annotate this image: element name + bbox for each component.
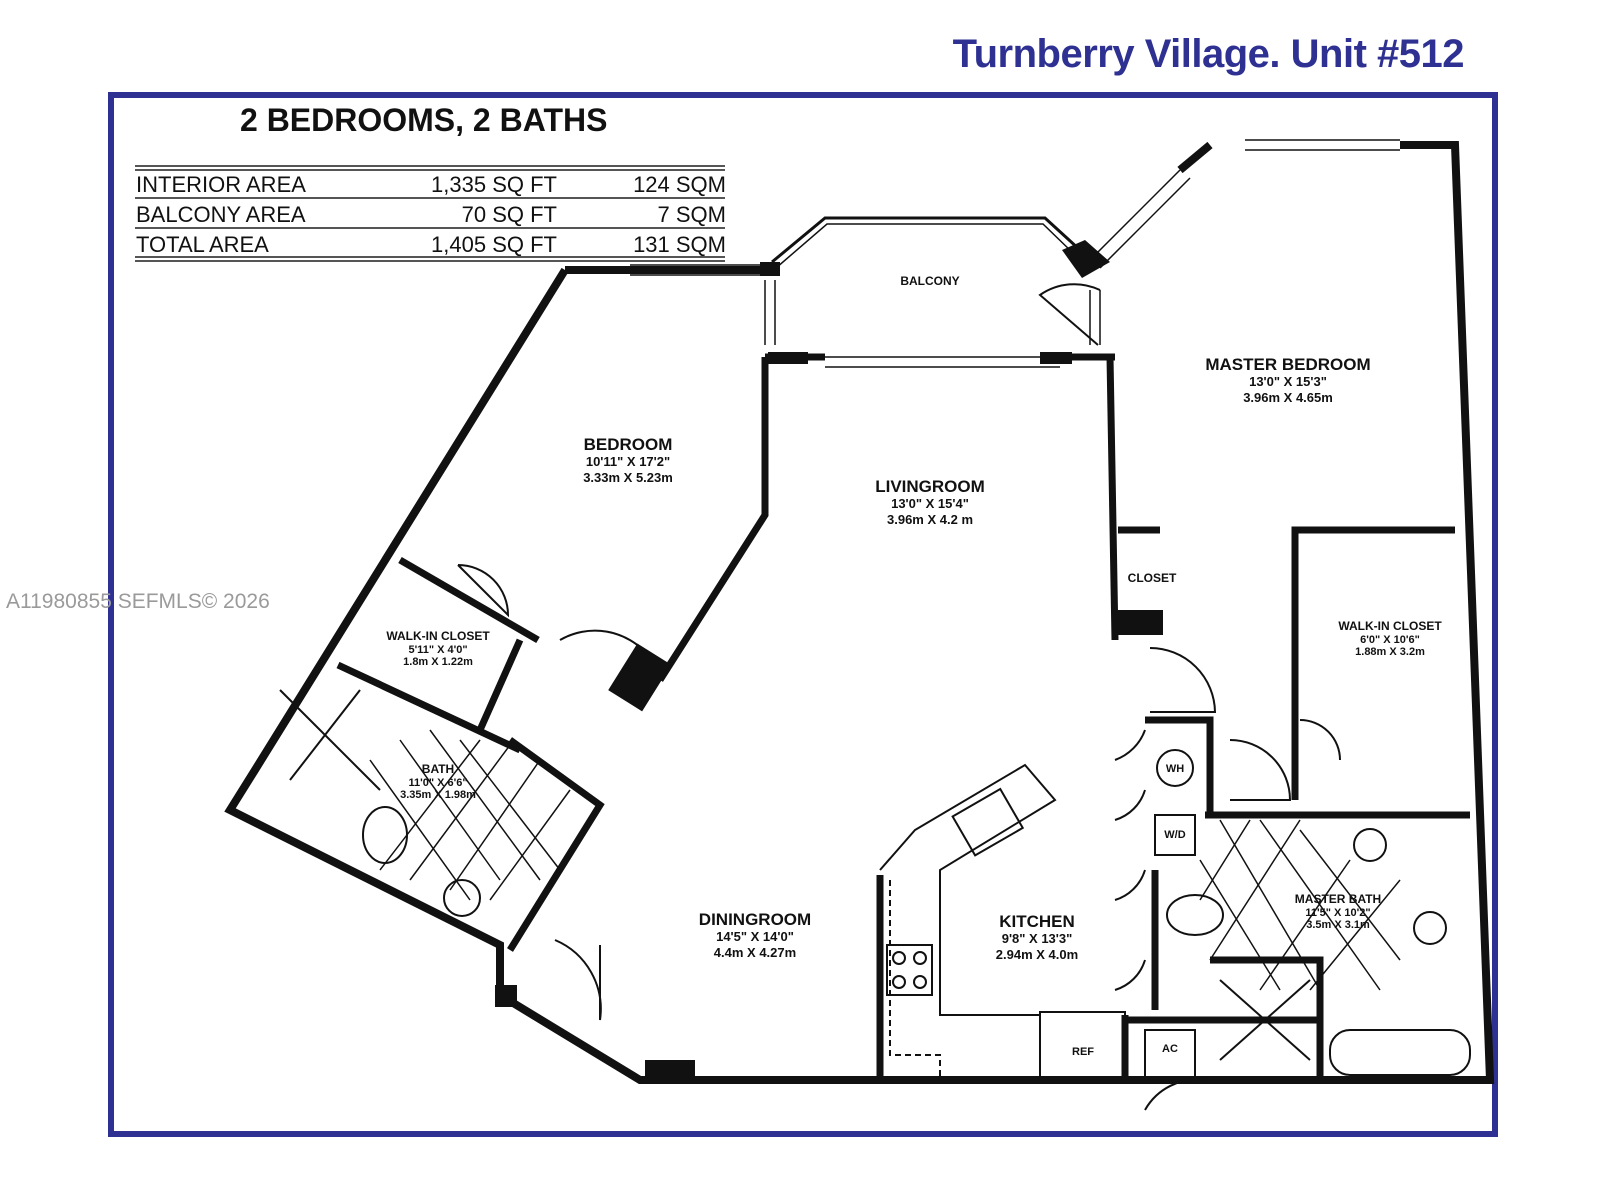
washer-dryer (1154, 814, 1196, 856)
room-dim-m: 3.96m X 4.65m (1243, 390, 1333, 405)
room-dim-ft: 9'8" X 13'3" (1002, 931, 1073, 946)
summary-sqft: 70 SQ FT (462, 202, 557, 227)
fixture-label-wd: W/D (1164, 829, 1185, 841)
room-dim-ft: 11'5" X 10'2" (1305, 907, 1370, 919)
balcony-rail (771, 216, 1082, 264)
room-dim-m: 3.96m X 4.2 m (887, 512, 973, 527)
fixture-label-wh: WH (1166, 763, 1184, 775)
room-dim-m: 1.8m X 1.22m (403, 656, 473, 668)
interior-walls (336, 353, 1470, 1080)
summary-sqm: 7 SQM (658, 202, 726, 227)
plan-frame (108, 92, 1498, 1137)
room-dim-ft: 13'0" X 15'3" (1249, 374, 1327, 389)
summary-heading: 2 BEDROOMS, 2 BATHS (240, 102, 607, 138)
room-label-livingroom: LIVINGROOM (875, 477, 985, 496)
room-label-closet: CLOSET (1128, 571, 1177, 585)
room-label-master-bath: MASTER BATH (1295, 892, 1381, 906)
room-dim-m: 1.88m X 3.2m (1355, 646, 1425, 658)
summary-sqft: 1,335 SQ FT (431, 172, 557, 197)
fixture-label-ref: REF (1072, 1046, 1094, 1058)
windows (630, 139, 1400, 368)
room-dim-ft: 11'0" X 6'6" (408, 777, 467, 789)
room-label-kitchen: KITCHEN (999, 912, 1075, 931)
summary-row: TOTAL AREA 1,405 SQ FT 131 SQM (136, 232, 726, 257)
summary-table-lines (135, 165, 725, 262)
room-label-walk-in-closet: WALK-IN CLOSET (386, 629, 490, 643)
bath-tiles (369, 729, 1401, 991)
page-title: Turnberry Village. Unit #512 (952, 32, 1465, 76)
room-label-master-bedroom: MASTER BEDROOM (1205, 355, 1370, 374)
mls-watermark: A11980855 SEFMLS© 2026 (6, 590, 270, 613)
room-label-bedroom: BEDROOM (584, 435, 673, 454)
fixture-label-ac: AC (1162, 1043, 1178, 1055)
room-label-bath: BATH (422, 762, 454, 776)
doors (457, 283, 1341, 1111)
summary-label: TOTAL AREA (136, 232, 269, 257)
room-dim-ft: 13'0" X 15'4" (891, 496, 969, 511)
summary-row: INTERIOR AREA 1,335 SQ FT 124 SQM (136, 172, 726, 197)
room-dim-m: 3.33m X 5.23m (583, 470, 673, 485)
room-label-balcony: BALCONY (900, 274, 959, 288)
room-dim-ft: 5'11" X 4'0" (408, 644, 467, 656)
kitchen-counter (879, 763, 1196, 1081)
summary-label: INTERIOR AREA (136, 172, 306, 197)
room-dim-ft: 10'11" X 17'2" (586, 454, 670, 469)
room-dim-m: 4.4m X 4.27m (714, 945, 796, 960)
summary-label: BALCONY AREA (136, 202, 306, 227)
summary-row: BALCONY AREA 70 SQ FT 7 SQM (136, 202, 726, 227)
room-dim-ft: 6'0" X 10'6" (1360, 634, 1420, 646)
summary-sqm: 124 SQM (633, 172, 726, 197)
room-label-walk-in-closet: WALK-IN CLOSET (1338, 619, 1442, 633)
room-dim-m: 3.35m X 1.98m (400, 789, 476, 801)
room-label-diningroom: DININGROOM (699, 910, 811, 929)
summary-sqm: 131 SQM (633, 232, 726, 257)
room-dim-m: 3.5m X 3.1m (1306, 919, 1370, 931)
water-heater (1156, 749, 1194, 787)
room-dim-ft: 14'5" X 14'0" (716, 929, 794, 944)
room-dim-m: 2.94m X 4.0m (996, 947, 1078, 962)
exterior-walls (224, 141, 1495, 1084)
summary-sqft: 1,405 SQ FT (431, 232, 557, 257)
pillars (495, 352, 1163, 1082)
bath-fixtures (279, 689, 1471, 1076)
